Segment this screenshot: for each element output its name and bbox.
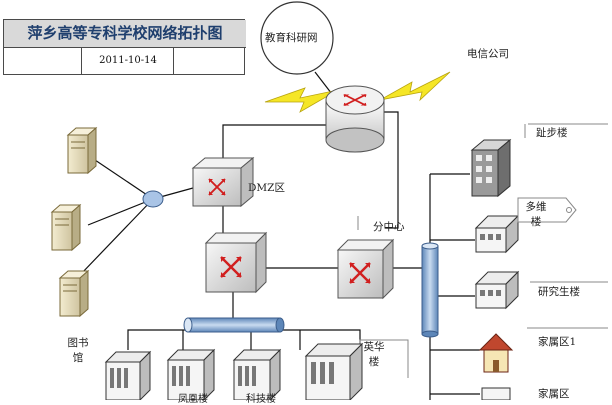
building-bottom-2-icon: [166, 348, 216, 400]
label-building-library: 图书馆: [67, 337, 89, 364]
title-cell-date: [82, 48, 174, 74]
building-research-icon: [474, 270, 520, 310]
main-router-icon: [325, 85, 385, 153]
backbone-pipe-horizontal: [183, 317, 285, 333]
campus-network-circle: [260, 1, 334, 75]
label-building-research: 研究生楼: [538, 286, 580, 298]
link-router-branch: [380, 111, 399, 229]
building-duowei-icon: [474, 214, 520, 254]
server-2-icon: [50, 203, 82, 252]
building-yinghua-icon: [304, 342, 364, 400]
label-building-duowei: 多维楼: [525, 201, 547, 228]
campus-network-node: [260, 1, 336, 99]
label-building-family2: 家属区: [538, 388, 570, 400]
link-hub-server2: [87, 198, 154, 226]
label-building-yinghua: 英华楼: [363, 341, 385, 368]
branch-switch-icon: [336, 238, 395, 300]
label-building-bottom-left: 凤凰楼: [178, 394, 208, 405]
label-campus-network: 教育科研网: [265, 32, 318, 44]
dmz-switch-icon: [191, 156, 255, 208]
building-bottom-3-icon: [232, 348, 282, 400]
label-telecom: 电信公司: [467, 48, 509, 60]
title-cell-empty-1: [4, 48, 82, 74]
server-3-icon: [58, 269, 90, 318]
link-hub-server1: [94, 159, 154, 200]
label-building-bottom-mid: 科技楼: [246, 394, 276, 405]
building-library-icon: [104, 350, 152, 400]
label-building-yibu: 趾步楼: [536, 127, 568, 139]
backbone-pipe-vertical: [421, 242, 439, 338]
duowei-tag-icon: [517, 197, 577, 223]
building-yibu-icon: [470, 138, 512, 198]
lightning-right-icon: [379, 71, 451, 102]
building-family2-icon: [481, 387, 511, 400]
label-branch-center: 分中心: [373, 221, 405, 233]
title-info-row: 2011-10-14: [4, 48, 246, 75]
label-building-family1: 家属区1: [538, 336, 577, 348]
diagram-date: 2011-10-14: [99, 55, 157, 66]
core-switch-icon: [204, 231, 268, 294]
link-hub-server3: [79, 198, 154, 276]
link-lowerpipe-drops: [182, 330, 301, 350]
label-dmz: DMZ区: [248, 182, 285, 194]
diagram-title: 萍乡高等专科学校网络拓扑图: [4, 20, 246, 48]
tag-hole-icon: [566, 207, 572, 213]
house-family1-icon: [478, 333, 514, 373]
hub-icon: [142, 190, 164, 208]
yibu-callout: [524, 123, 608, 138]
server-1-icon: [66, 126, 98, 175]
title-block: 萍乡高等专科学校网络拓扑图 2011-10-14: [3, 19, 246, 75]
